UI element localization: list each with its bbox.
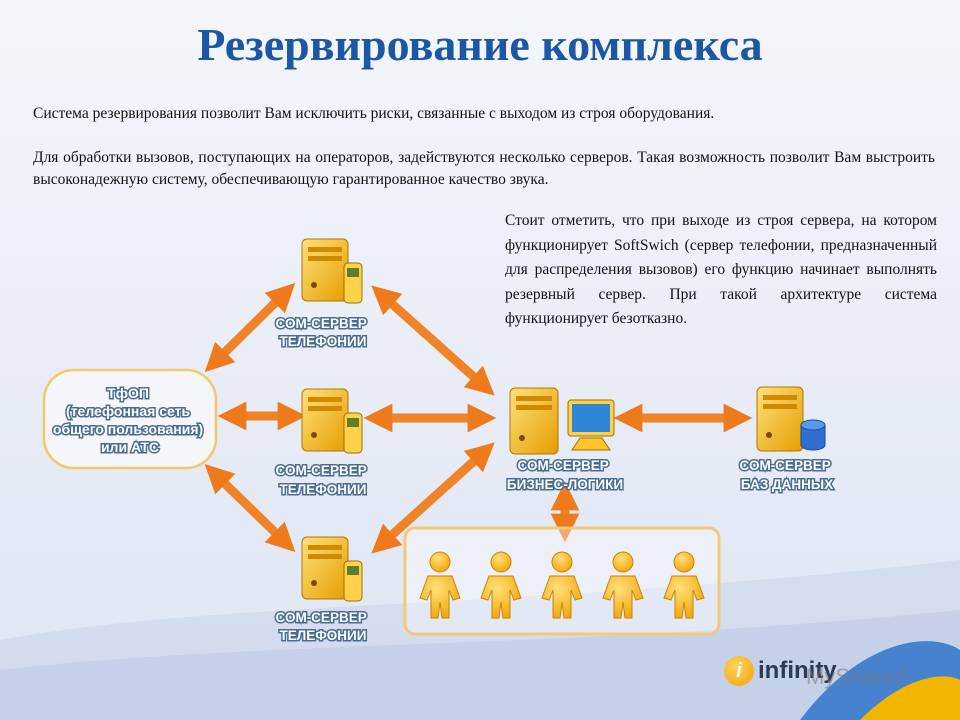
- tel1-label-line: ТЕЛЕФОНИИ: [280, 334, 367, 349]
- pstn-label-line: общего пользования): [53, 421, 203, 437]
- server-icon: [301, 388, 349, 452]
- svg-text:СОМ-СЕРВЕР БАЗ ДАННЫХ: СОМ-СЕРВЕР БАЗ ДАННЫХ: [740, 458, 835, 492]
- server-icon: [301, 536, 349, 600]
- svg-text:СОМ-СЕРВЕР ТЕЛЕФОНИИ: СОМ-СЕРВЕР ТЕЛЕФОНИИ: [276, 316, 371, 349]
- business-logic-server: [509, 387, 615, 455]
- arrow-tel1-biz: [371, 285, 495, 396]
- tel3-label-line: СОМ-СЕРВЕР: [276, 610, 367, 625]
- pstn-node: ТфОП (телефонная сеть общего пользования…: [42, 368, 218, 470]
- infinity-logo-icon: i: [724, 656, 754, 686]
- operator-person-icon: [419, 551, 461, 619]
- arrow-pstn-tel1: [204, 282, 296, 373]
- servers-paragraph: Для обработки вызовов, поступающих на оп…: [33, 149, 935, 188]
- infinity-logo: i infinity: [724, 656, 837, 686]
- server-icon: [756, 386, 804, 452]
- database-icon: [800, 419, 826, 451]
- server-icon: [301, 238, 349, 302]
- tel2-label-line: СОМ-СЕРВЕР: [276, 463, 367, 478]
- database-server: [756, 386, 826, 452]
- monitor-icon: [567, 399, 615, 451]
- biz-label-line: СОМ-СЕРВЕР: [518, 458, 609, 473]
- pstn-label-line: или АТС: [101, 439, 159, 455]
- intro-paragraph: Система резервирования позволит Вам искл…: [33, 105, 715, 122]
- pstn-label-line: (телефонная сеть: [66, 403, 190, 419]
- svg-text:ТфОП (телефонная сеть: ТфОП (телефонная сеть общего пользования…: [53, 385, 207, 455]
- server-icon: [509, 387, 559, 455]
- phone-icon: [343, 412, 363, 454]
- svg-text:СОМ-СЕРВЕР ТЕЛЕФОНИИ: СОМ-СЕРВЕР ТЕЛЕФОНИИ: [276, 610, 371, 643]
- phone-icon: [343, 560, 363, 602]
- tel3-label-line: ТЕЛЕФОНИИ: [280, 628, 367, 643]
- biz-label-line: БИЗНЕС-ЛОГИКИ: [507, 477, 623, 492]
- arrow-tel3-biz: [371, 442, 495, 554]
- page-title: Резервирование комплекса: [197, 19, 763, 70]
- arrow-pstn-tel3: [204, 463, 296, 553]
- svg-text:СОМ-СЕРВЕР ТЕЛЕФОНИИ: СОМ-СЕРВЕР ТЕЛЕФОНИИ: [276, 463, 371, 497]
- db-label-line: СОМ-СЕРВЕР: [740, 458, 831, 473]
- operator-person-icon: [541, 551, 583, 619]
- tel1-label-line: СОМ-СЕРВЕР: [276, 316, 367, 331]
- telephony-server-3: [301, 536, 363, 602]
- softswitch-paragraph: Стоит отметить, что при выходе из строя …: [505, 212, 937, 328]
- connection-arrows: [204, 282, 753, 554]
- operator-person-icon: [663, 551, 705, 619]
- telephony-server-1: [301, 238, 363, 304]
- telephony-server-2: [301, 388, 363, 454]
- operator-person-icon: [602, 551, 644, 619]
- db-label-line: БАЗ ДАННЫХ: [741, 477, 833, 492]
- operator-person-icon: [480, 551, 522, 619]
- tel2-label-line: ТЕЛЕФОНИИ: [280, 482, 367, 497]
- operators-group: [403, 526, 721, 636]
- watermark: MyShared: [806, 664, 907, 689]
- infinity-logo-text: infinity: [758, 657, 837, 684]
- pstn-label-line: ТфОП: [107, 385, 149, 401]
- phone-icon: [343, 262, 363, 304]
- svg-text:СОМ-СЕРВЕР БИЗНЕС-ЛОГИКИ: СОМ-СЕРВЕР БИЗНЕС-ЛОГИКИ: [507, 458, 623, 492]
